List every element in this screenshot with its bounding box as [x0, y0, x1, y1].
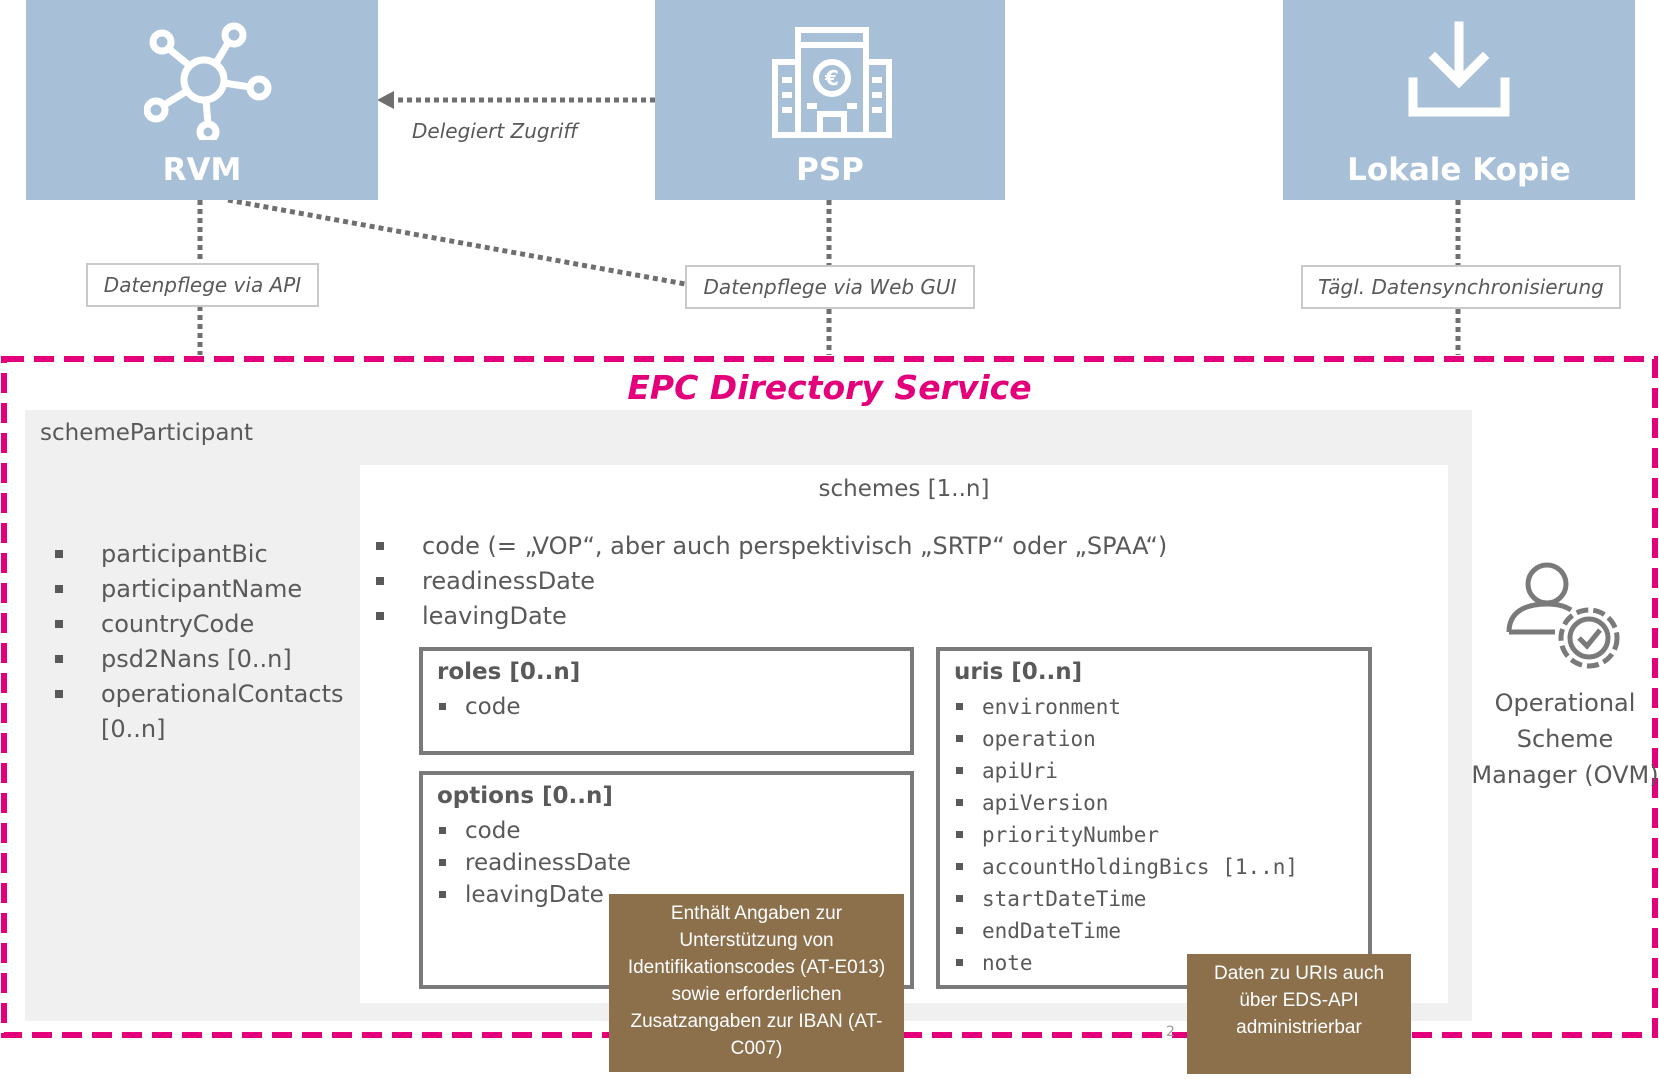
- list-item: readinessDate: [437, 847, 631, 879]
- list-item: startDateTime: [954, 883, 1298, 915]
- uris-fields: environment operation apiUri apiVersion …: [954, 691, 1298, 979]
- delegate-arrow-head: [377, 91, 394, 109]
- list-item: leavingDate: [376, 599, 1276, 634]
- uris-note: Daten zu URIs auch über EDS-API administ…: [1187, 954, 1411, 1074]
- schemes-title: schemes [1..n]: [818, 476, 990, 502]
- bank-building-euro-icon: €: [772, 27, 892, 138]
- list-item: psd2Nans [0..n]: [55, 642, 355, 677]
- list-item: apiUri: [954, 755, 1298, 787]
- list-item: priorityNumber: [954, 819, 1298, 851]
- rvm-box: RVM: [26, 0, 378, 200]
- api-maintenance-label: Datenpflege via API: [86, 263, 319, 307]
- roles-box: roles [0..n] code: [419, 647, 914, 755]
- user-gear-icon: [1506, 562, 1620, 669]
- rvm-webgui-connector: [227, 197, 686, 287]
- psp-box: € PSP: [655, 0, 1005, 200]
- delegate-access-label: Delegiert Zugriff: [412, 119, 578, 143]
- roles-title: roles [0..n]: [437, 659, 581, 685]
- psp-label: PSP: [796, 152, 864, 188]
- uris-title: uris [0..n]: [954, 659, 1083, 685]
- list-item: readinessDate: [376, 564, 1276, 599]
- network-hub-icon: [144, 22, 272, 140]
- rvm-label: RVM: [162, 152, 242, 188]
- list-item: code (= „VOP“, aber auch perspektivisch …: [376, 529, 1276, 564]
- options-title: options [0..n]: [437, 783, 613, 809]
- local-copy-label: Lokale Kopie: [1347, 152, 1571, 188]
- scheme-participant-title: schemeParticipant: [40, 420, 254, 446]
- svg-text:€: €: [824, 66, 839, 90]
- scheme-participant-fields: participantBic participantName countryCo…: [55, 537, 355, 747]
- daily-sync-label: Tägl. Datensynchronisierung: [1301, 265, 1621, 309]
- options-note: Enthält Angaben zur Unterstützung von Id…: [609, 894, 904, 1072]
- list-item: leavingDate: [437, 879, 631, 911]
- list-item: countryCode: [55, 607, 355, 642]
- list-item: apiVersion: [954, 787, 1298, 819]
- local-copy-box: Lokale Kopie: [1283, 0, 1635, 200]
- list-item: participantName: [55, 572, 355, 607]
- list-item: note: [954, 947, 1298, 979]
- ovm-label: Operational Scheme Manager (OVM): [1471, 689, 1659, 789]
- options-fields: code readinessDate leavingDate: [437, 815, 631, 911]
- list-item: accountHoldingBics [1..n]: [954, 851, 1298, 883]
- schemes-fields: code (= „VOP“, aber auch perspektivisch …: [376, 529, 1276, 634]
- webgui-maintenance-label: Datenpflege via Web GUI: [685, 265, 975, 309]
- list-item: endDateTime: [954, 915, 1298, 947]
- uris-box: uris [0..n] environment operation apiUri…: [936, 647, 1372, 989]
- eds-title: EPC Directory Service: [627, 368, 1032, 407]
- download-icon: [1408, 21, 1510, 117]
- list-item: code: [437, 691, 520, 723]
- list-item: code: [437, 815, 631, 847]
- list-item: operation: [954, 723, 1298, 755]
- list-item: participantBic: [55, 537, 355, 572]
- list-item: environment: [954, 691, 1298, 723]
- roles-fields: code: [437, 691, 520, 723]
- page-number: 2: [1166, 1024, 1175, 1040]
- list-item: operationalContacts [0..n]: [55, 677, 355, 747]
